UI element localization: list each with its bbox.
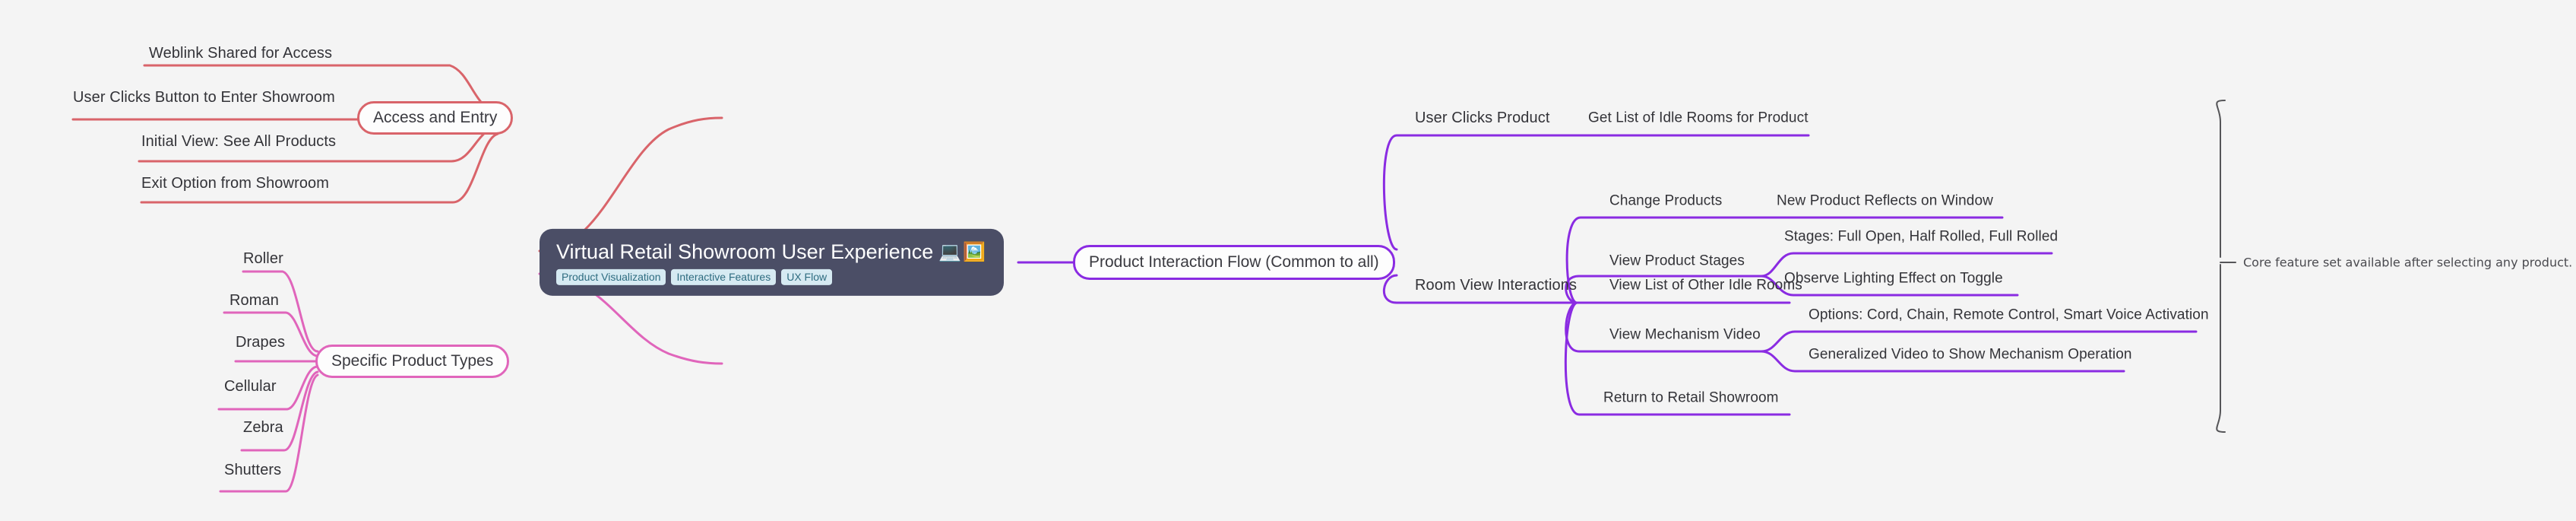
leaf-weblink-shared-for-access[interactable]: Weblink Shared for Access [149, 46, 332, 61]
leaf-initial-view-see-all-products[interactable]: Initial View: See All Products [141, 134, 336, 149]
root-emoji-icons: 💻🖼️ [938, 241, 987, 262]
leaf-exit-option-from-showroom[interactable]: Exit Option from Showroom [141, 176, 329, 191]
leaf-label: Cellular [224, 378, 277, 395]
annotation-label: Core feature set available after selecti… [2243, 255, 2573, 270]
root-tag-product-visualization[interactable]: Product Visualization [556, 269, 666, 286]
root-tag-list: Product Visualization Interactive Featur… [556, 269, 987, 286]
node-view-list-of-other-idle-rooms[interactable]: View List of Other Idle Rooms [1609, 278, 1802, 293]
node-observe-lighting-effect-on-toggle[interactable]: Observe Lighting Effect on Toggle [1784, 272, 2003, 286]
edge-roomview-change [1565, 216, 1791, 304]
node-change-products[interactable]: Change Products [1609, 194, 1722, 208]
node-room-view-interactions[interactable]: Room View Interactions [1415, 278, 1577, 293]
edge-access-exit [140, 132, 499, 204]
leaf-zebra[interactable]: Zebra [243, 420, 283, 435]
node-label: Return to Retail Showroom [1603, 389, 1779, 406]
leaf-label: User Clicks Button to Enter Showroom [73, 89, 335, 106]
leaf-label: Initial View: See All Products [141, 133, 337, 150]
edge-mech-options [1760, 330, 2198, 353]
edge-products-zebra [240, 370, 319, 452]
leaf-roller[interactable]: Roller [243, 251, 283, 266]
branch-node-specific-product-types[interactable]: Specific Product Types [315, 345, 510, 378]
node-label: Change Products [1609, 192, 1723, 209]
edge-stages-list [1760, 252, 2053, 278]
branch-node-access-and-entry[interactable]: Access and Entry [357, 101, 514, 135]
root-title: Virtual Retail Showroom User Experience … [556, 240, 987, 263]
annotation-bracket [2216, 100, 2236, 433]
branch-label-specific-product-types: Specific Product Types [331, 352, 494, 370]
root-node[interactable]: Virtual Retail Showroom User Experience … [540, 228, 1004, 297]
leaf-label: Drapes [236, 334, 286, 351]
leaf-drapes[interactable]: Drapes [236, 335, 285, 350]
node-label: Get List of Idle Rooms for Product [1588, 110, 1809, 126]
leaf-user-clicks-button-to-enter-showroom[interactable]: User Clicks Button to Enter Showroom [73, 90, 335, 105]
leaf-label: Shutters [224, 462, 282, 478]
node-generalized-video-to-show-mechanism-operation[interactable]: Generalized Video to Show Mechanism Oper… [1809, 348, 2132, 362]
node-label: View List of Other Idle Rooms [1609, 277, 1802, 294]
node-view-product-stages[interactable]: View Product Stages [1609, 254, 1745, 268]
node-label: Generalized Video to Show Mechanism Oper… [1809, 346, 2132, 363]
branch-node-product-interaction-flow[interactable]: Product Interaction Flow (Common to all) [1073, 245, 1395, 280]
edge-roomview-stages [1565, 275, 1763, 304]
edge-pif-user-clicks [1382, 134, 1601, 251]
node-options-cord-chain-remote-control-smart-voice-activation[interactable]: Options: Cord, Chain, Remote Control, Sm… [1809, 308, 2209, 322]
branch-label-access-and-entry: Access and Entry [373, 109, 498, 126]
node-get-list-of-idle-rooms-for-product[interactable]: Get List of Idle Rooms for Product [1588, 111, 1809, 125]
edge-products-roller [242, 270, 319, 353]
edge-products-roman [223, 311, 319, 357]
leaf-roman[interactable]: Roman [229, 293, 279, 308]
node-label: Stages: Full Open, Half Rolled, Full Rol… [1784, 228, 2059, 245]
branch-label-product-interaction-flow: Product Interaction Flow (Common to all) [1089, 253, 1379, 271]
node-return-to-retail-showroom[interactable]: Return to Retail Showroom [1603, 391, 1779, 405]
root-tag-interactive-features[interactable]: Interactive Features [671, 269, 777, 286]
leaf-shutters[interactable]: Shutters [224, 462, 281, 478]
edge-mech-generalized [1760, 350, 2125, 373]
edge-products-shutters [219, 373, 319, 493]
edge-stages-lighting [1760, 275, 2019, 297]
root-tag-ux-flow[interactable]: UX Flow [781, 269, 833, 286]
node-new-product-reflects-on-window[interactable]: New Product Reflects on Window [1777, 194, 1993, 208]
leaf-label: Roller [243, 250, 283, 267]
leaf-cellular[interactable]: Cellular [224, 379, 277, 394]
leaf-label: Exit Option from Showroom [141, 175, 330, 192]
edge-pif-room-view [1382, 274, 1578, 304]
node-label: New Product Reflects on Window [1777, 192, 1993, 209]
node-view-mechanism-video[interactable]: View Mechanism Video [1609, 328, 1761, 342]
node-label: Observe Lighting Effect on Toggle [1784, 270, 2003, 287]
node-label: View Mechanism Video [1609, 326, 1761, 343]
node-label: Room View Interactions [1415, 277, 1578, 294]
edge-roomview-return [1564, 301, 1791, 416]
edge-products-cellular [217, 365, 319, 411]
node-label: View Product Stages [1609, 253, 1745, 269]
annotation-text: Core feature set available after selecti… [2243, 256, 2572, 270]
node-user-clicks-product[interactable]: User Clicks Product [1415, 110, 1550, 125]
node-label: User Clicks Product [1415, 110, 1550, 126]
node-label: Options: Cord, Chain, Remote Control, Sm… [1809, 307, 2209, 323]
leaf-label: Zebra [243, 419, 283, 436]
root-title-text: Virtual Retail Showroom User Experience [556, 240, 934, 263]
leaf-label: Weblink Shared for Access [149, 45, 333, 62]
node-stages-full-open-half-rolled-full-rolled[interactable]: Stages: Full Open, Half Rolled, Full Rol… [1784, 230, 2058, 244]
leaf-label: Roman [229, 292, 279, 309]
